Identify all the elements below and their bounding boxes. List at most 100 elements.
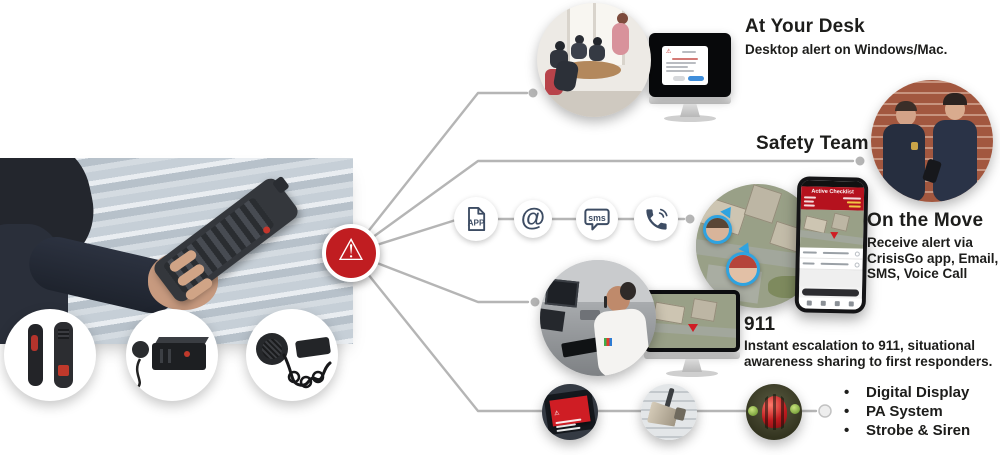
email-at-icon: @ [520,203,546,232]
dispatch-monitor [644,290,740,377]
nav-icon [820,300,826,306]
officer-uniform [883,124,925,202]
pa-speaker-circle [641,384,697,440]
dialog-cancel-button [673,76,685,81]
dispatcher-hair [620,282,636,300]
standing-person-head [617,13,628,24]
person [589,45,605,61]
display-alert-panel: ⚠ [549,395,591,433]
desktop-alert-dialog: ⚠ [662,46,708,85]
panic-button-device [150,175,302,305]
map-alert-pin [688,324,698,332]
alert-triangle-icon: ⚠ [337,234,365,267]
sms-bubble-icon: sms [584,208,610,231]
monitor-screen: ⚠ [649,33,731,97]
browser-nav-bar [798,297,862,310]
responder-avatar [726,252,760,286]
line-to-outputs [349,251,818,413]
dialog-title-bar [681,51,696,53]
monitor-base [664,115,716,122]
office-meeting-photo-circle [537,3,651,117]
voice-call-icon [645,208,668,230]
product-handheld-buttons-circle [4,309,96,401]
app-header: Active Checklist [800,186,865,211]
monitor-chin [649,97,731,104]
dialog-text-line [666,62,696,64]
output-item-pa-system: • PA System [844,403,970,421]
protective-cage [760,394,789,430]
handheld-device-side [28,324,43,386]
green-light [790,404,800,414]
device-speaker-grille [58,329,69,339]
window-mullion [593,3,596,65]
dispatch-screen [544,278,580,308]
output-item-digital-display: • Digital Display [844,384,970,402]
mic-cord [135,358,142,388]
output-label: PA System [866,403,943,420]
dispatch-monitor-screen [644,290,740,352]
desk-subtitle: Desktop alert on Windows/Mac. [745,42,948,57]
dialog-confirm-button [688,76,704,81]
app-file-icon: APP [468,206,486,232]
on-the-move-title: On the Move [867,210,984,231]
foreground-person [552,59,580,93]
info-value [822,251,849,255]
app-row-label [803,196,817,199]
line-end-dot [530,297,540,307]
nav-icon [807,300,813,306]
bullet-icon: • [844,403,850,420]
officer-hair [895,101,917,111]
line-end-dot [528,88,538,98]
dialog-alert-triangle-icon: ⚠ [666,49,672,55]
safety-team-text-block: Safety Team [756,133,869,155]
channel-app: APP [454,197,498,241]
phone-screen: Active Checklist [798,180,865,310]
person-head [575,35,584,44]
output-label: Digital Display [866,384,970,401]
headset-mic [604,296,607,308]
map-alert-pin [830,231,839,240]
desktop-monitor: ⚠ [649,33,731,122]
app-row-value [842,197,861,200]
monitor-stand [680,104,700,117]
bullet-icon: • [844,422,850,439]
on-the-move-line: Receive alert via [867,235,973,250]
coiled-cord [282,353,332,389]
dispatch-screen [540,308,566,332]
crisisgo-smartphone: Active Checklist [794,176,869,314]
digital-display-circle: ⚠ [542,384,598,440]
output-label: Strobe & Siren [866,422,971,439]
nav-icon [834,301,840,307]
monitor-chin [644,352,740,359]
info-value [820,262,849,266]
nav-icon [848,301,854,307]
info-label [802,262,815,265]
url-bar [801,288,860,297]
line-end-dot [855,156,865,166]
nine-one-one-title: 911 [744,314,776,335]
app-row-value [846,201,861,204]
app-header-title: Active Checklist [811,188,854,196]
display-alert-triangle-icon: ⚠ [553,410,561,418]
officer-hair [943,93,967,105]
desk-text-block: At Your Desk Desktop alert on Windows/Ma… [745,16,947,58]
dispatcher-shirt [592,307,652,376]
info-chevron [854,250,860,257]
desk-phone [580,310,600,320]
line-to-safety-team [349,159,855,255]
dialog-text-line [666,70,694,72]
speaker-bracket [664,387,675,409]
channel-sms: sms [576,198,618,240]
alert-hub: ⚠ [322,224,380,282]
product-base-station-circle [126,309,218,401]
dialog-text-line [666,66,688,68]
on-the-move-line: SMS, Voice Call [867,266,968,281]
device-red-slot [31,335,38,351]
on-the-move-line: CrisisGo app, Email, [867,250,999,266]
person [571,43,587,59]
monitor-stand [682,359,702,372]
app-label: APP [468,218,485,227]
strobe-siren-circle [746,384,802,440]
app-row-label [803,200,814,203]
